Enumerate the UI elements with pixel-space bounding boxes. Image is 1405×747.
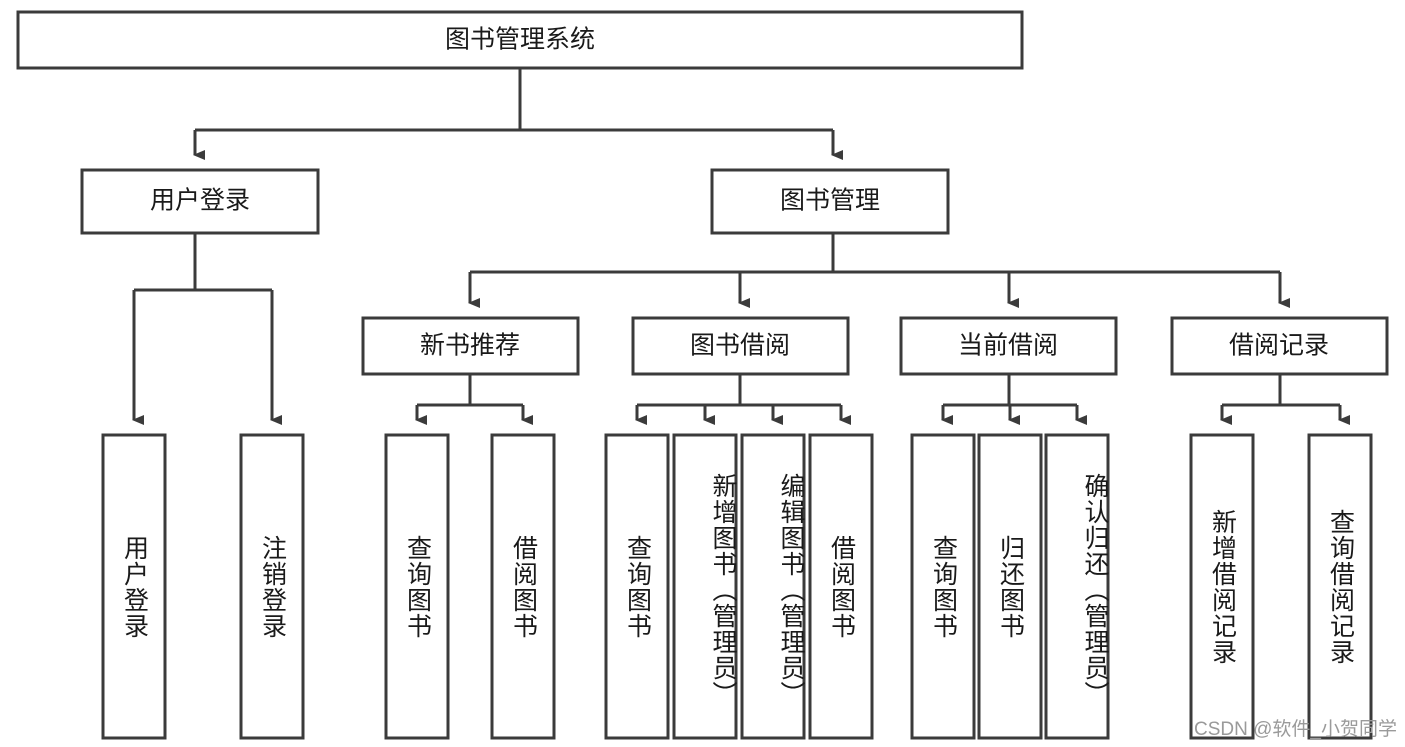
leaf-box-borrow-record-1[interactable] bbox=[1307, 433, 1373, 740]
leaf-boxes-borrow-record bbox=[1189, 433, 1373, 740]
leaf-box-user-login-0[interactable] bbox=[101, 433, 167, 740]
leaf-box-book-borrow-0[interactable] bbox=[604, 433, 670, 740]
node-new-book-recommend-box[interactable] bbox=[361, 316, 580, 376]
leaf-box-new-book-0[interactable] bbox=[384, 433, 450, 740]
node-user-login[interactable]: 用户登录 bbox=[80, 168, 320, 235]
node-user-login-label: 用户登录 bbox=[150, 187, 250, 215]
connector-group-book-manage bbox=[468, 233, 1290, 308]
leaf-box-book-borrow-2[interactable] bbox=[740, 433, 806, 740]
node-user-login-box[interactable] bbox=[80, 168, 320, 235]
leaf-box-current-borrow-1[interactable] bbox=[977, 433, 1043, 740]
node-current-borrow[interactable]: 当前借阅 bbox=[899, 316, 1118, 376]
leaf-boxes-user-login bbox=[101, 433, 305, 740]
leaf-boxes-book-borrow bbox=[604, 433, 874, 740]
node-borrow-record-box[interactable] bbox=[1170, 316, 1389, 376]
connector-group-current-borrow bbox=[941, 374, 1087, 425]
leaf-box-current-borrow-0[interactable] bbox=[910, 433, 976, 740]
leaf-box-book-borrow-1[interactable] bbox=[672, 433, 738, 740]
node-book-manage[interactable]: 图书管理 bbox=[710, 168, 950, 235]
connector-group-book-borrow bbox=[635, 374, 851, 425]
leaf-box-current-borrow-2[interactable] bbox=[1044, 433, 1110, 740]
leaf-boxes-current-borrow bbox=[910, 433, 1110, 740]
node-new-book-recommend[interactable]: 新书推荐 bbox=[361, 316, 580, 376]
leaf-boxes-new-book-recommend bbox=[384, 433, 556, 740]
node-book-borrow[interactable]: 图书借阅 bbox=[631, 316, 850, 376]
node-current-borrow-box[interactable] bbox=[899, 316, 1118, 376]
node-borrow-record-label: 借阅记录 bbox=[1229, 332, 1329, 360]
node-current-borrow-label: 当前借阅 bbox=[958, 332, 1058, 360]
leaf-box-book-borrow-3[interactable] bbox=[808, 433, 874, 740]
connector-group-borrow-record bbox=[1220, 374, 1350, 425]
connector-group-user-login bbox=[132, 233, 282, 425]
leaf-box-borrow-record-0[interactable] bbox=[1189, 433, 1255, 740]
connector-group-root bbox=[193, 68, 843, 160]
node-root-box[interactable] bbox=[16, 10, 1024, 70]
leaf-box-user-login-1[interactable] bbox=[239, 433, 305, 740]
node-root[interactable]: 图书管理系统 bbox=[16, 10, 1024, 70]
csdn-watermark: CSDN @软件_小贺同学 bbox=[1194, 719, 1397, 740]
node-new-book-recommend-label: 新书推荐 bbox=[420, 332, 520, 360]
connector-group-new-book bbox=[415, 374, 533, 425]
node-borrow-record[interactable]: 借阅记录 bbox=[1170, 316, 1389, 376]
node-book-borrow-box[interactable] bbox=[631, 316, 850, 376]
node-book-manage-box[interactable] bbox=[710, 168, 950, 235]
node-book-borrow-label: 图书借阅 bbox=[690, 332, 790, 360]
leaf-box-new-book-1[interactable] bbox=[490, 433, 556, 740]
node-root-label: 图书管理系统 bbox=[445, 26, 595, 54]
node-book-manage-label: 图书管理 bbox=[780, 187, 880, 215]
